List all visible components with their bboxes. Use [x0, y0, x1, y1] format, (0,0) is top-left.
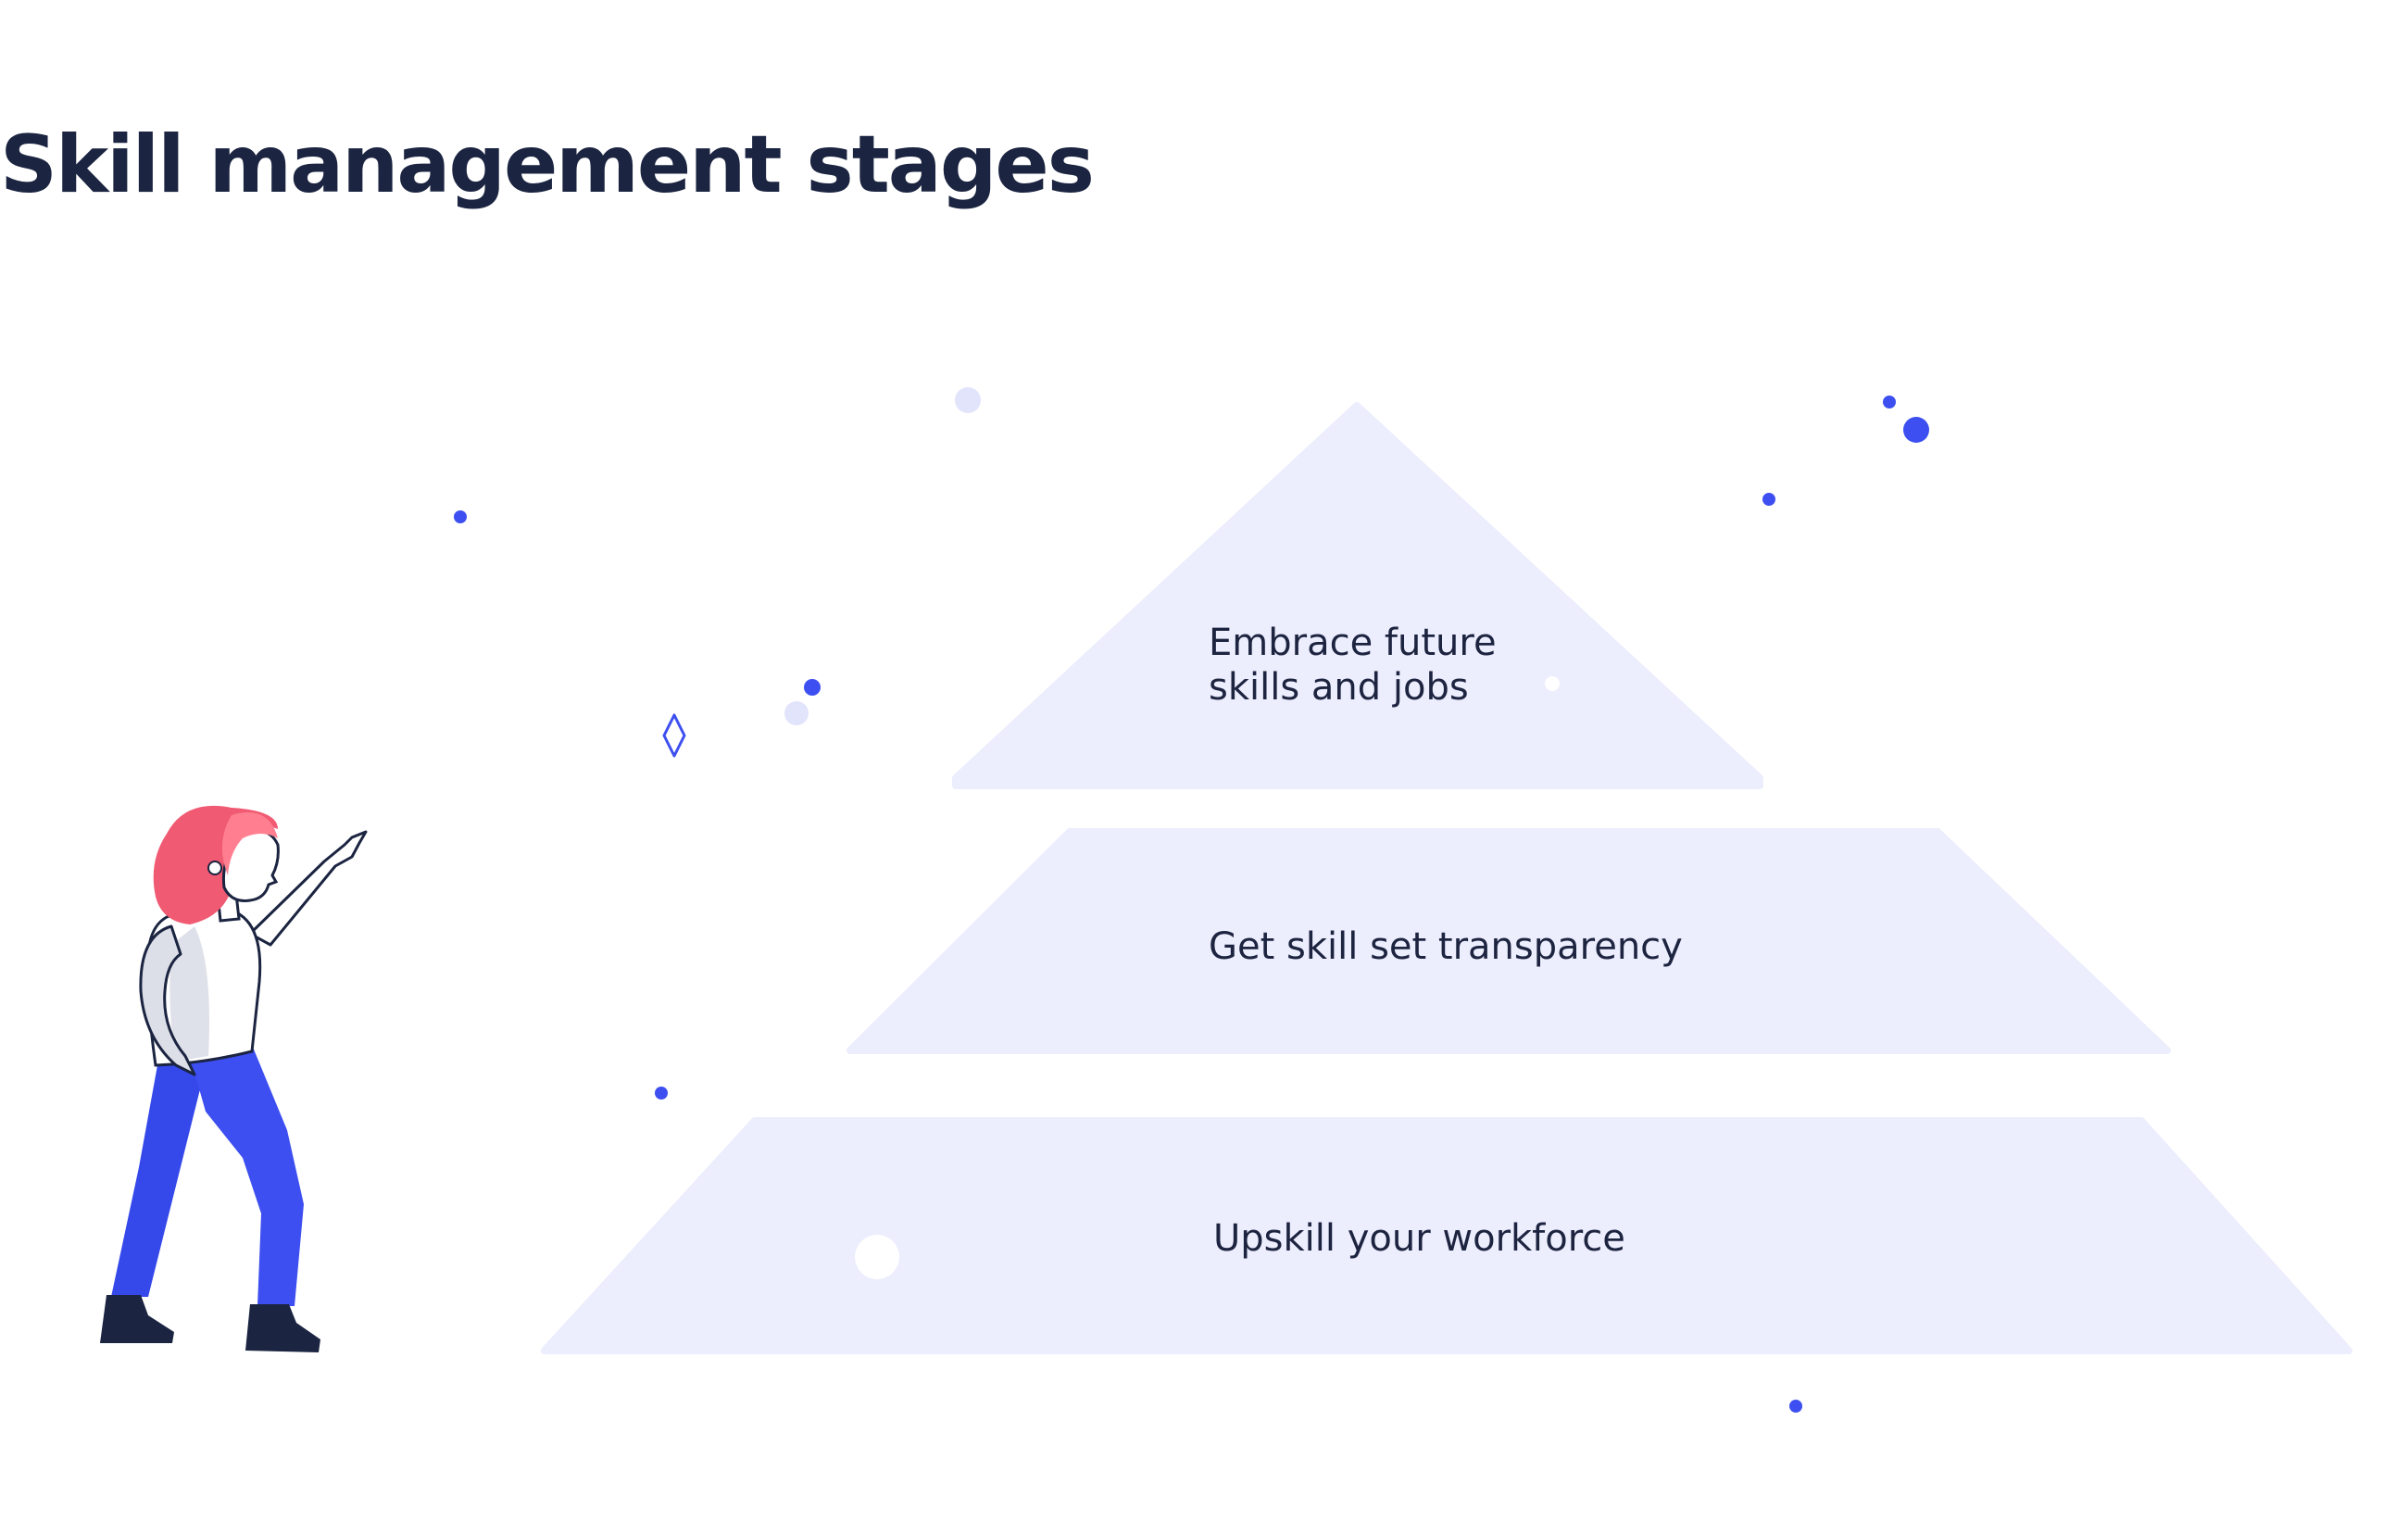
- decor-dot: [855, 1235, 899, 1279]
- decor-dot: [784, 701, 809, 725]
- stage-label-top: Embrace future skills and jobs: [1209, 621, 1497, 710]
- decor-dot: [1762, 493, 1775, 506]
- person-ear: [207, 861, 222, 875]
- stage-label-middle: Get skill set transparency: [1209, 925, 1683, 968]
- decor-dot: [1545, 676, 1560, 691]
- person-shoe-left: [100, 1295, 174, 1343]
- person-shoe-right: [245, 1304, 320, 1352]
- person-arm-back: [139, 924, 196, 1076]
- decor-dot: [1883, 396, 1896, 409]
- pyramid-tier-bottom: [541, 1117, 2352, 1354]
- person-leg-left: [111, 1056, 208, 1297]
- person-hair-front: [221, 812, 278, 875]
- decor-dot: [655, 1087, 668, 1100]
- decor-dot: [804, 679, 821, 696]
- stage-label-top-line1: Embrace future: [1209, 622, 1497, 664]
- pyramid-tier-top: [952, 402, 1763, 789]
- person-illustration: [100, 805, 368, 1352]
- decor-dot: [1903, 417, 1929, 443]
- person-leg-right: [190, 1045, 304, 1306]
- person-face: [221, 829, 280, 902]
- decor-dot: [955, 387, 981, 413]
- stage-label-top-line2: skills and jobs: [1209, 666, 1469, 709]
- decor-dot: [1789, 1400, 1802, 1413]
- pyramid-tier-middle: [847, 828, 2171, 1054]
- person-arm: [248, 830, 368, 947]
- sparkle-diamond-icon: [662, 713, 686, 758]
- stage-label-bottom: Upskill your workforce: [1213, 1217, 1625, 1260]
- page-title: Skill management stages: [0, 119, 1095, 211]
- person-shirt-shade: [169, 926, 209, 1062]
- decor-dot: [454, 510, 467, 523]
